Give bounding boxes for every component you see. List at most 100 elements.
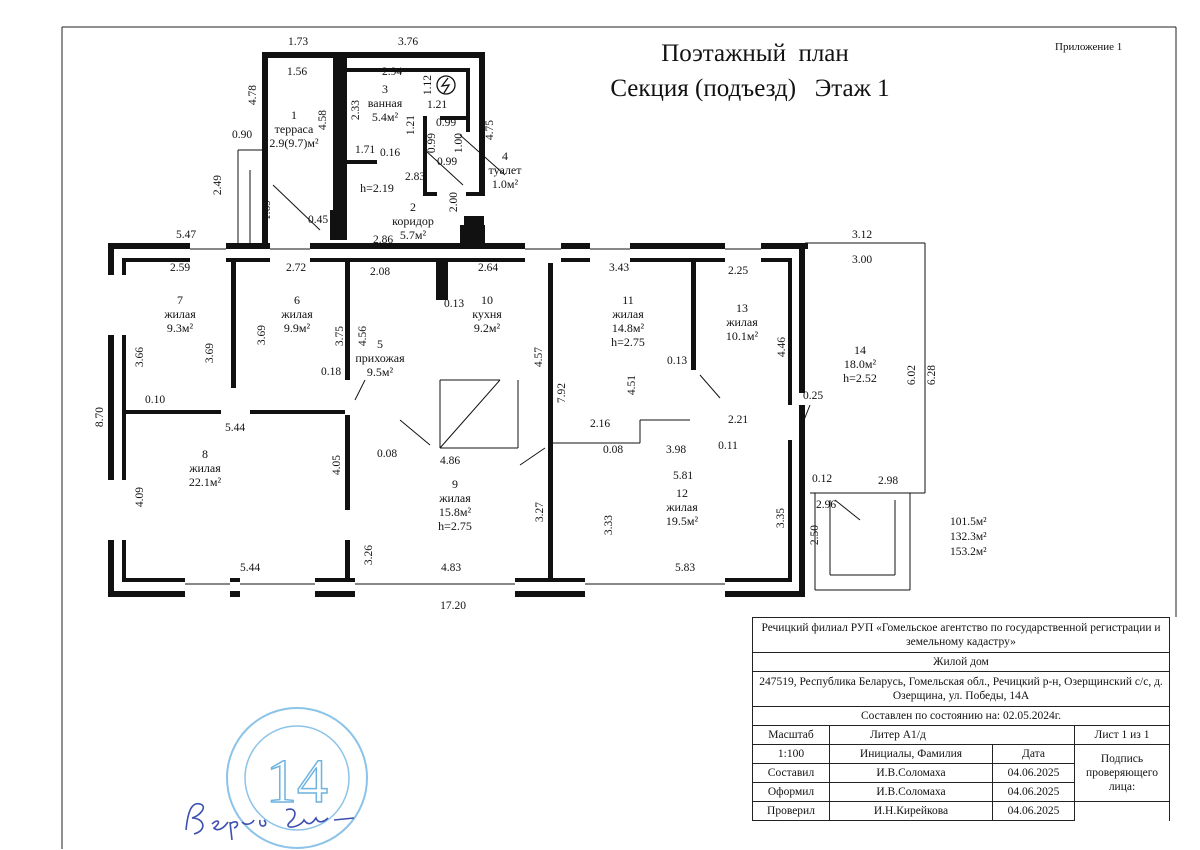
window: [190, 243, 226, 263]
window: [355, 578, 515, 598]
dimension-label: 0.10: [145, 394, 165, 406]
room-num: 9: [452, 477, 458, 491]
dimension-label: 0.99: [436, 117, 456, 129]
role: Проверил: [752, 801, 830, 821]
room-area: 5.7м²: [400, 228, 427, 242]
room-name: жилая: [280, 307, 313, 321]
wall: [423, 116, 427, 196]
wall: [423, 192, 437, 196]
room-area: 2.9(9.7)м²: [269, 136, 319, 150]
dimension-label: 4.78: [247, 85, 259, 105]
plan-subtitle: Секция (подъезд) Этаж 1: [610, 75, 890, 102]
window: [590, 243, 630, 263]
dimension-label: 7.92: [556, 383, 568, 403]
dimension-label: 2.83: [405, 171, 425, 183]
organization: Речицкий филиал РУП «Гомельское агентств…: [752, 617, 1170, 653]
dimension-label: 2.64: [478, 262, 498, 274]
room-num: 10: [481, 293, 493, 307]
window: [108, 480, 128, 540]
date: 04.06.2025: [992, 801, 1075, 821]
appendix-label: Приложение 1: [1055, 41, 1123, 53]
window: [108, 275, 128, 335]
wall: [108, 243, 114, 597]
window: [240, 578, 315, 598]
scale-label: Масштаб: [752, 725, 830, 745]
room-num: 6: [294, 293, 300, 307]
dimension-label: 6.28: [926, 365, 938, 385]
dimension-label: 5.44: [240, 562, 260, 574]
dimension-label: 2.50: [809, 525, 821, 545]
wall: [126, 410, 221, 414]
address: 247519, Республика Беларусь, Гомельская …: [752, 671, 1170, 707]
wall: [466, 68, 470, 132]
dimension-label: 3.69: [256, 325, 268, 345]
dimension-label: 1.69: [261, 200, 273, 220]
line: [354, 379, 366, 401]
wall: [460, 225, 485, 245]
line: [439, 379, 501, 449]
room-labels: 1терраса2.9(9.7)м²2коридор5.7м²h=2.193ва…: [163, 82, 877, 533]
dimension-label: 4.58: [317, 110, 329, 130]
dimension-label: 3.12: [852, 229, 872, 241]
room-name: жилая: [188, 461, 221, 475]
dimension-label: 2.33: [350, 100, 362, 120]
state-date: Составлен по состоянию на: 02.05.2024г.: [752, 706, 1170, 726]
dimension-label: 5.81: [673, 470, 693, 482]
room-area: 15.8м²: [439, 505, 472, 519]
wall: [548, 258, 553, 582]
room-name: кухня: [472, 307, 502, 321]
dimension-label: 3.66: [134, 347, 146, 367]
page-frame: [61, 26, 1177, 849]
dimension-label: 0.08: [377, 448, 397, 460]
dimension-label: 2.25: [728, 265, 748, 277]
date-header: Дата: [992, 744, 1075, 764]
dimension-label: 2.86: [373, 234, 393, 246]
dimension-label: 3.69: [204, 343, 216, 363]
room-num: 12: [676, 486, 688, 500]
person-name: И.В.Соломаха: [829, 782, 993, 802]
date: 04.06.2025: [992, 782, 1075, 802]
room-num: 13: [736, 301, 748, 315]
name-header: Инициалы, Фамилия: [829, 744, 993, 764]
dimension-label: 3.26: [363, 545, 375, 565]
wall: [108, 243, 808, 249]
room-area: 10.1м²: [726, 329, 759, 343]
dimension-label: 3.76: [398, 36, 418, 48]
wall: [345, 415, 350, 510]
dimension-label: 0.90: [232, 129, 252, 141]
signature-label: Подпись проверяющего лица:: [1074, 744, 1170, 802]
dimension-label: 2.98: [878, 475, 898, 487]
area-totals: 101.5м² 132.3м² 153.2м²: [950, 515, 987, 560]
dimension-label: 3.27: [534, 502, 546, 522]
room-area: 9.3м²: [167, 321, 194, 335]
room-area: 1.0м²: [492, 177, 519, 191]
dimension-label: 8.70: [94, 407, 106, 427]
dimension-label: 4.05: [331, 455, 343, 475]
walls: [108, 52, 808, 598]
dimension-label: 3.98: [666, 444, 686, 456]
room-height: h=2.19: [360, 181, 394, 195]
dimension-label: 1.21: [405, 115, 417, 135]
dimension-label: 3.43: [609, 262, 629, 274]
dimension-label: 3.75: [334, 326, 346, 346]
room-height: h=2.75: [438, 519, 472, 533]
window: [725, 243, 761, 263]
room-num: 2: [410, 200, 416, 214]
line: [459, 134, 506, 176]
dimension-label: 6.02: [906, 365, 918, 385]
dimension-label: 4.86: [440, 455, 460, 467]
room-area: 14.8м²: [612, 321, 645, 335]
dimension-label: 1.56: [287, 66, 307, 78]
room-num: 14: [854, 343, 866, 357]
object-type: Жилой дом: [752, 652, 1170, 672]
wall: [788, 440, 792, 582]
dimension-label: 0.45: [308, 214, 328, 226]
room-num: 5: [377, 337, 383, 351]
